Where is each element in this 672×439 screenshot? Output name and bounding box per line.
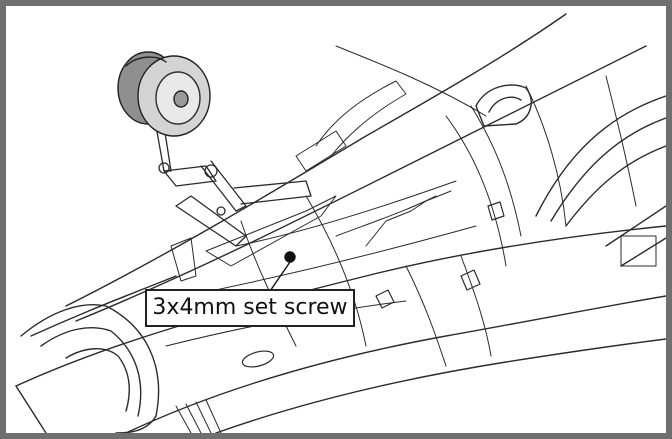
landing-gear-wheel [117,51,211,137]
fuselage-outline [15,13,666,433]
aircraft-line-drawing [15,13,666,433]
air-intake [15,304,160,433]
landing-gear-strut [155,125,312,247]
set-screw-callout-pointer [267,251,296,295]
lower-details [175,399,222,433]
access-hatches [241,201,505,368]
vent-scoop [475,84,532,127]
panel-lines [165,45,637,367]
set-screw-icon [284,251,296,263]
set-screw-label: 3x4mm set screw [145,289,355,327]
canopy [535,95,666,267]
gear-mount-area [170,80,407,282]
